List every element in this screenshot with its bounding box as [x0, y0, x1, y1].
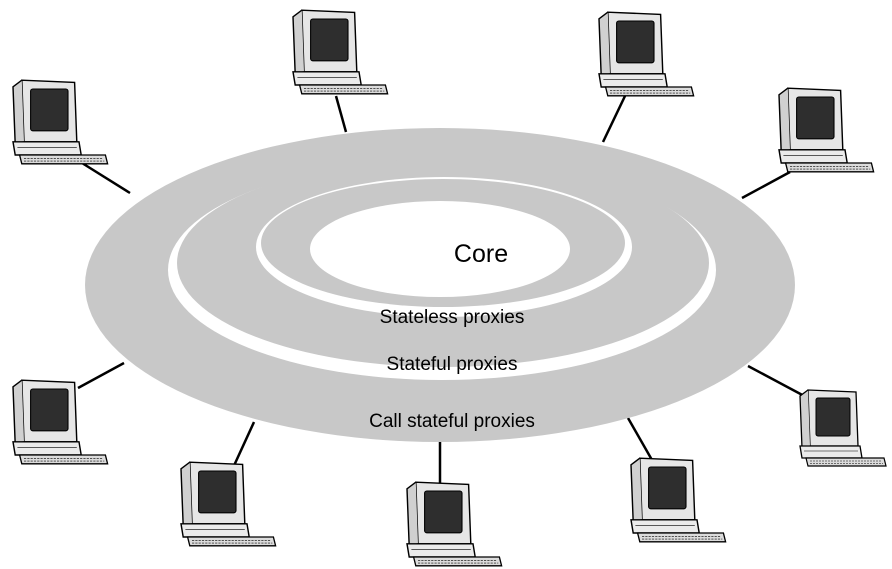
link-line — [741, 170, 791, 200]
connection-lines — [77, 95, 809, 486]
call-stateful-proxies-label: Call stateful proxies — [369, 411, 535, 432]
computer-icon — [406, 481, 503, 567]
link-line — [230, 421, 256, 471]
link-line — [601, 95, 627, 143]
link-line — [81, 161, 131, 195]
computer-icon — [598, 11, 695, 97]
stateful-proxies-label: Stateful proxies — [387, 354, 518, 375]
computer-icon — [630, 457, 727, 543]
link-line — [334, 95, 348, 133]
computer-icon — [12, 79, 109, 165]
link-line — [626, 417, 654, 461]
stateless-proxies-label: Stateless proxies — [380, 307, 525, 328]
link-line — [747, 364, 809, 400]
core-label: Core — [454, 240, 508, 268]
ring-stack — [85, 128, 795, 442]
link-line — [77, 361, 125, 390]
computer-icon — [180, 461, 277, 547]
computer-icon — [799, 389, 887, 467]
core-area — [310, 201, 570, 297]
computer-icon — [292, 9, 389, 95]
computer-icon — [778, 87, 875, 173]
computer-icon — [12, 379, 109, 465]
